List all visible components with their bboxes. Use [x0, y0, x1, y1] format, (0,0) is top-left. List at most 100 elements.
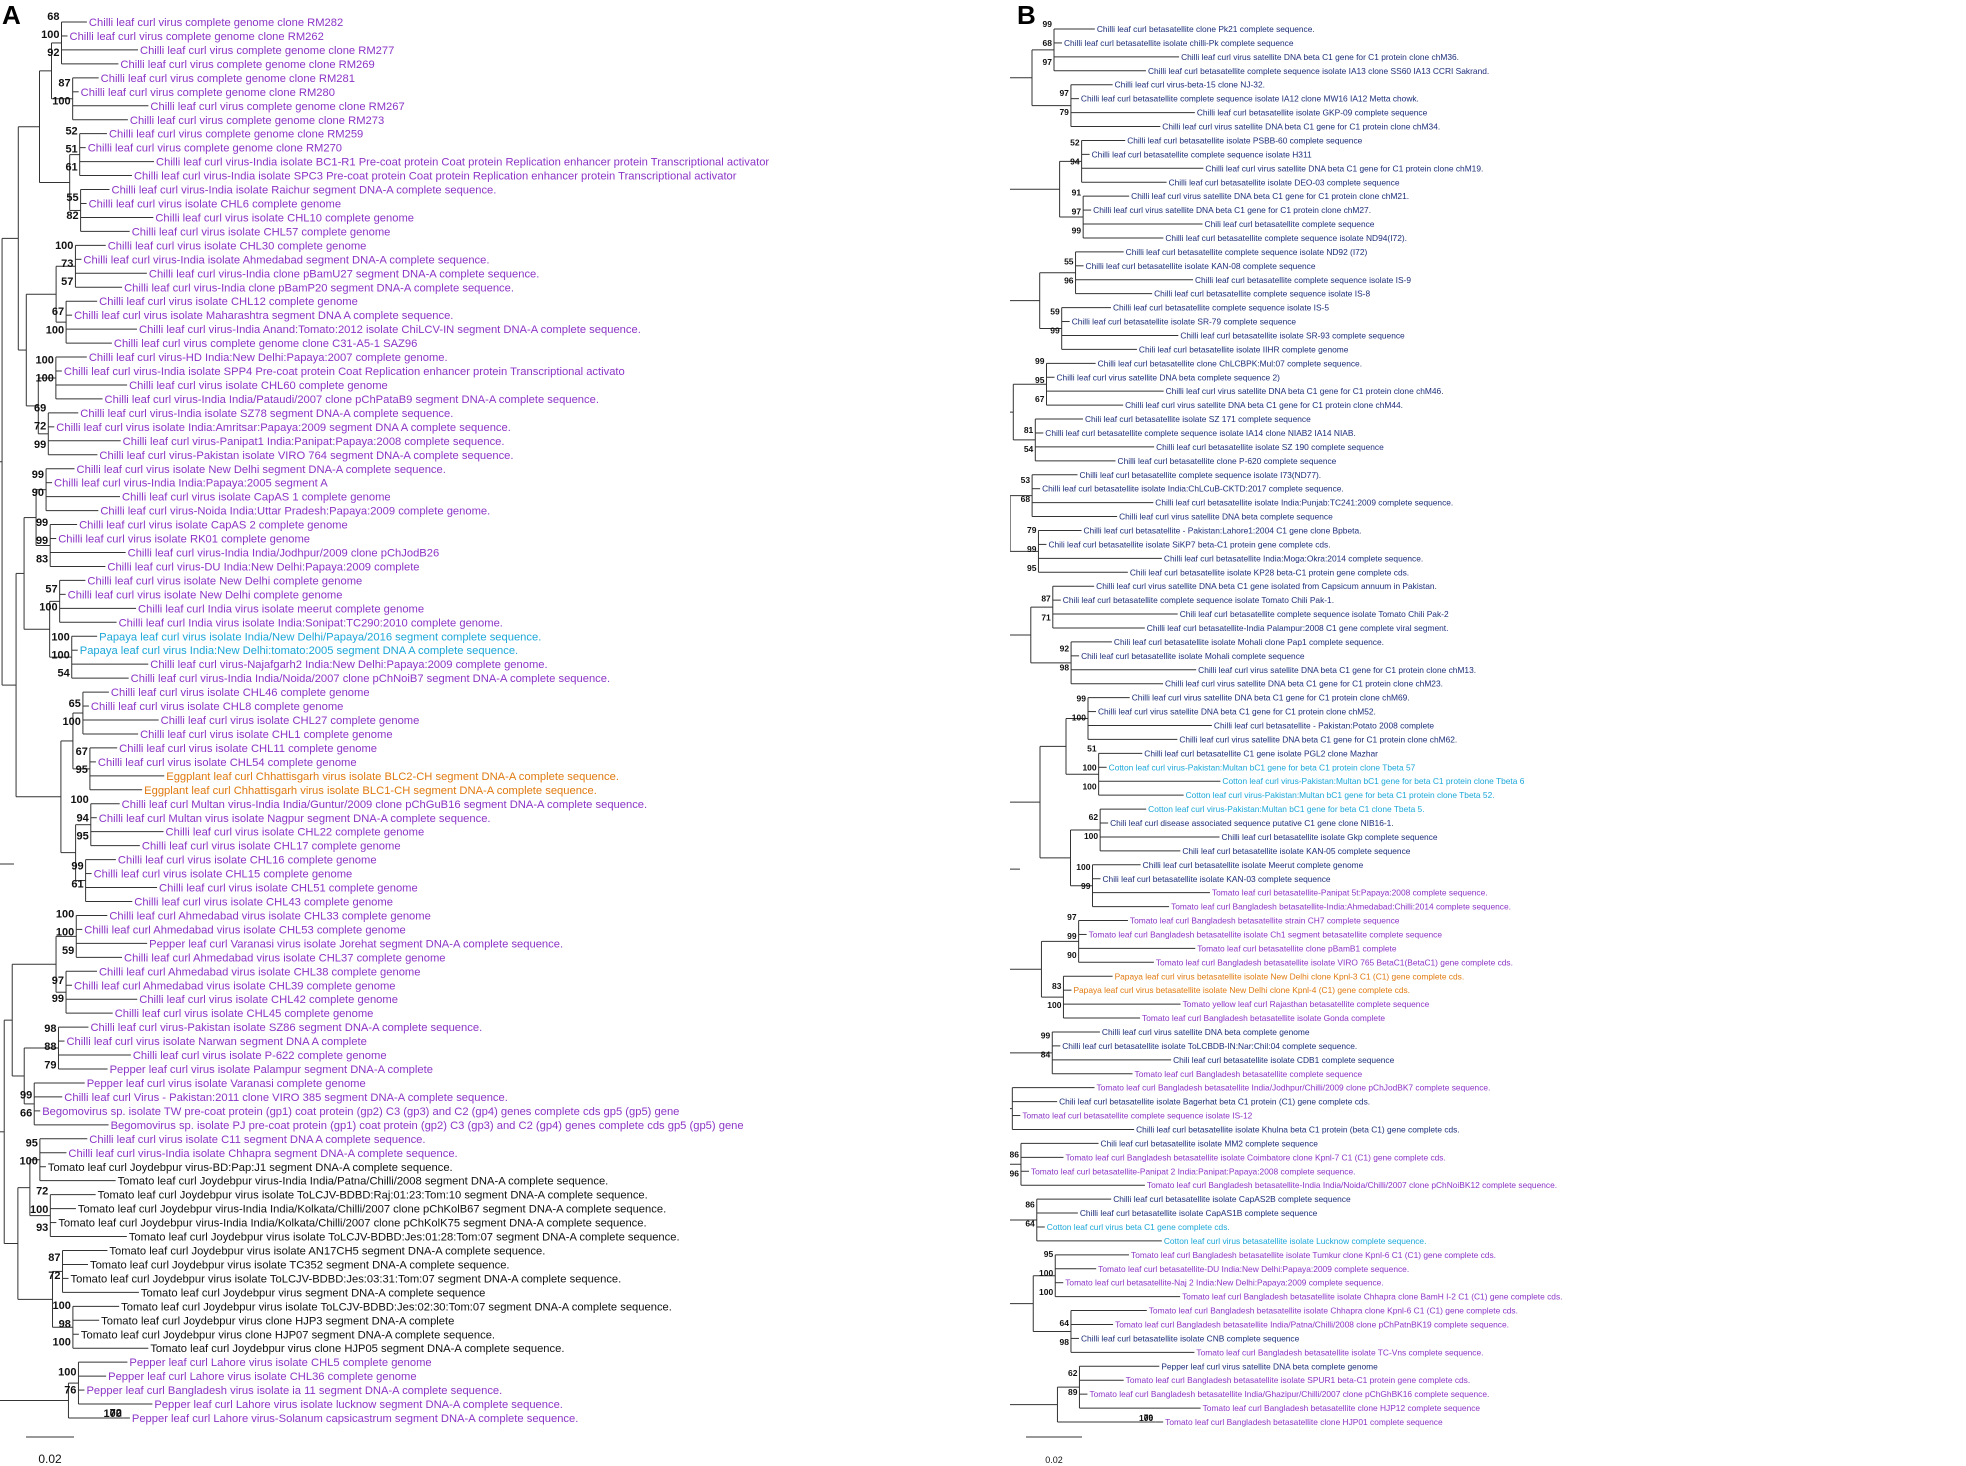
- leaf-label: Chilli leaf curl virus-India clone pBamU…: [149, 268, 540, 280]
- bootstrap-value: 54: [1024, 444, 1034, 454]
- leaf-label: Tomato leaf curl Joydebpur virus-India I…: [118, 1176, 609, 1188]
- leaf-label: Chilli leaf curl virus isolate CHL6 comp…: [89, 199, 341, 211]
- bootstrap-value: 69: [34, 403, 46, 415]
- leaf-label: Chilli leaf curl betasatellite complete …: [1092, 149, 1312, 159]
- bootstrap-value: 95: [76, 764, 88, 776]
- bootstrap-value: 71: [1041, 613, 1051, 623]
- bootstrap-value: 98: [44, 1023, 56, 1035]
- leaf-label: Chilli leaf curl virus isolate New Delhi…: [87, 575, 362, 587]
- bootstrap-value: 95: [1044, 1249, 1054, 1259]
- leaf-label: Chilli leaf curl virus-India Anand:Tomat…: [139, 324, 641, 336]
- bootstrap-value: 61: [71, 879, 83, 891]
- leaf-label: Pepper leaf curl virus isolate Varanasi …: [87, 1078, 366, 1090]
- bootstrap-value: 100: [1084, 831, 1098, 841]
- leaf-label: Tomato leaf curl Bangladesh betasatellit…: [1065, 1152, 1445, 1162]
- bootstrap-value: 99: [1027, 544, 1037, 554]
- bootstrap-value: 100: [56, 927, 74, 939]
- bootstrap-value: 72: [36, 1186, 48, 1198]
- leaf-label: Chilli leaf curl virus isolate CHL15 com…: [94, 869, 353, 881]
- bootstrap-value: 73: [61, 258, 73, 270]
- leaf-label: Tomato leaf curl Bangladesh betasatellit…: [1165, 1417, 1443, 1427]
- leaf-label: Chilli leaf curl virus-Pakistan isolate …: [90, 1022, 482, 1034]
- bootstrap-value: 79: [1059, 107, 1069, 117]
- leaf-label: Tomato leaf curl Joydebpur virus clone H…: [81, 1329, 495, 1341]
- leaf-label: Tomato leaf curl Bangladesh betasatellit…: [1196, 1347, 1483, 1357]
- bootstrap-value: 97: [1067, 912, 1077, 922]
- leaf-label: Chilli leaf curl virus-India India/Patau…: [105, 394, 599, 406]
- bootstrap-value: 99: [36, 535, 48, 547]
- leaf-label: Chilli leaf curl Virus - Pakistan:2011 c…: [64, 1092, 508, 1104]
- leaf-label: Chilli leaf curl virus isolate CHL12 com…: [99, 296, 358, 308]
- bootstrap-value: 97: [1059, 88, 1069, 98]
- bootstrap-value: 98: [59, 1318, 71, 1330]
- leaf-label: Chilli leaf curl virus isolate CapAS 1 c…: [122, 492, 391, 504]
- leaf-label: Chilli leaf curl Ahmedabad virus isolate…: [74, 980, 396, 992]
- bootstrap-value: 83: [1052, 981, 1062, 991]
- leaf-label: Chilli leaf curl Ahmedabad virus isolate…: [99, 966, 421, 978]
- leaf-label: Chilli leaf curl virus isolate CHL42 com…: [139, 994, 398, 1006]
- leaf-label: Chilli leaf curl betasatellite complete …: [1045, 428, 1356, 438]
- bootstrap-value: 93: [36, 1222, 48, 1234]
- leaf-label: Chilli leaf curl virus isolate CHL1 comp…: [140, 729, 392, 741]
- leaf-label: Chilli leaf curl betasatellite complete …: [1081, 94, 1419, 104]
- leaf-label: Chilli leaf curl virus-India India/Noida…: [131, 673, 610, 685]
- bootstrap-value: 94: [1070, 157, 1080, 167]
- bootstrap-value: 99: [1081, 881, 1091, 891]
- bootstrap-value: 67: [52, 306, 64, 318]
- leaf-label: Chilli leaf curl virus isolate CHL10 com…: [155, 212, 414, 224]
- leaf-label: Papaya leaf curl virus India:New Delhi:t…: [80, 645, 518, 657]
- leaf-label: Chilli leaf curl virus isolate CHL43 com…: [134, 897, 393, 909]
- bootstrap-value: 59: [62, 945, 74, 957]
- bootstrap-value: 66: [20, 1107, 32, 1119]
- leaf-label: Tomato leaf curl Joydebpur virus isolate…: [129, 1232, 680, 1244]
- leaf-label: Tomato leaf curl Joydebpur virus isolate…: [90, 1259, 510, 1271]
- leaf-label: Tomato leaf curl Joydebpur virus isolate…: [121, 1301, 672, 1313]
- bootstrap-value: 62: [1089, 812, 1099, 822]
- bootstrap-value: 99: [1050, 325, 1060, 335]
- leaf-label: Chilli leaf curl virus satellite DNA bet…: [1132, 693, 1410, 703]
- leaf-label: Chilli leaf curl betasatellite complete …: [1148, 66, 1489, 76]
- leaf-label: Chilli leaf curl virus isolate RK01 comp…: [58, 534, 310, 546]
- leaf-label: Chilli leaf curl virus isolate CHL17 com…: [142, 841, 401, 853]
- scale-bar-label: 0.02: [1045, 1455, 1063, 1465]
- leaf-label: Cotton leaf curl virus betasatellite iso…: [1164, 1236, 1427, 1246]
- bootstrap-value: 57: [61, 276, 73, 288]
- leaf-label: Tomato leaf curl betasatellite-Panipat 5…: [1212, 888, 1488, 898]
- bootstrap-value: 100: [63, 716, 81, 728]
- leaf-label: Chilli leaf curl virus satellite DNA bet…: [1166, 386, 1444, 396]
- leaf-label: Tomato leaf curl Bangladesh betasatellit…: [1171, 902, 1511, 912]
- leaf-label: Chilli leaf curl virus complete genome c…: [150, 101, 404, 113]
- bootstrap-value: 65: [69, 698, 81, 710]
- leaf-label: Tomato leaf curl betasatellite complete …: [1022, 1111, 1252, 1121]
- bootstrap-value: 52: [1070, 138, 1080, 148]
- bootstrap-value: 95: [1027, 563, 1037, 573]
- leaf-label: Chilli leaf curl betasatellite C1 gene i…: [1144, 748, 1378, 758]
- bootstrap-value: 100: [39, 601, 57, 613]
- leaf-label: Chilli leaf curl virus-Najafgarh2 India:…: [150, 659, 547, 671]
- bootstrap-value: 97: [52, 975, 64, 987]
- leaf-label: Cotton leaf curl virus beta C1 gene comp…: [1047, 1222, 1230, 1232]
- leaf-label: Chilli leaf curl virus satellite DNA bet…: [1205, 163, 1483, 173]
- leaf-label: Eggplant leaf curl Chhattisgarh virus is…: [166, 771, 619, 783]
- bootstrap-value: 100: [20, 1156, 38, 1168]
- bootstrap-value: 100: [55, 240, 73, 252]
- leaf-label: Chilli leaf curl betasatellite complete …: [1154, 289, 1370, 299]
- leaf-label: Chilli leaf curl betasatellite isolate C…: [1081, 1333, 1300, 1343]
- leaf-label: Cotton leaf curl virus-Pakistan:Multan b…: [1148, 804, 1424, 814]
- leaf-label: Tomato leaf curl Bangladesh betasatellit…: [1135, 1069, 1363, 1079]
- bootstrap-value: 67: [76, 746, 88, 758]
- leaf-label: Chilli leaf curl virus-India isolate Rai…: [111, 185, 496, 197]
- leaf-label: Pepper leaf curl virus satellite DNA bet…: [1161, 1361, 1378, 1371]
- bootstrap-value: 99: [32, 469, 44, 481]
- panel-a-tree: Chilli leaf curl virus complete genome c…: [0, 11, 769, 1466]
- leaf-label: Chilli leaf curl virus-Pakistan isolate …: [99, 450, 513, 462]
- leaf-label: Tomato leaf curl Joydebpur virus clone H…: [150, 1343, 564, 1355]
- leaf-label: Chilli leaf curl Multan virus-India Indi…: [122, 799, 647, 811]
- leaf-label: Chilli leaf curl virus-India isolate SZ7…: [80, 408, 453, 420]
- bootstrap-value: 64: [1059, 1318, 1069, 1328]
- leaf-label: Chilli leaf curl virus-India isolate Chh…: [68, 1148, 457, 1160]
- leaf-label: Chilli leaf curl Ahmedabad virus isolate…: [124, 952, 446, 964]
- panel-a-letter: A: [2, 0, 21, 30]
- bootstrap-value: 76: [64, 1385, 76, 1397]
- leaf-label: Chilli leaf curl virus-India clone pBamP…: [124, 282, 514, 294]
